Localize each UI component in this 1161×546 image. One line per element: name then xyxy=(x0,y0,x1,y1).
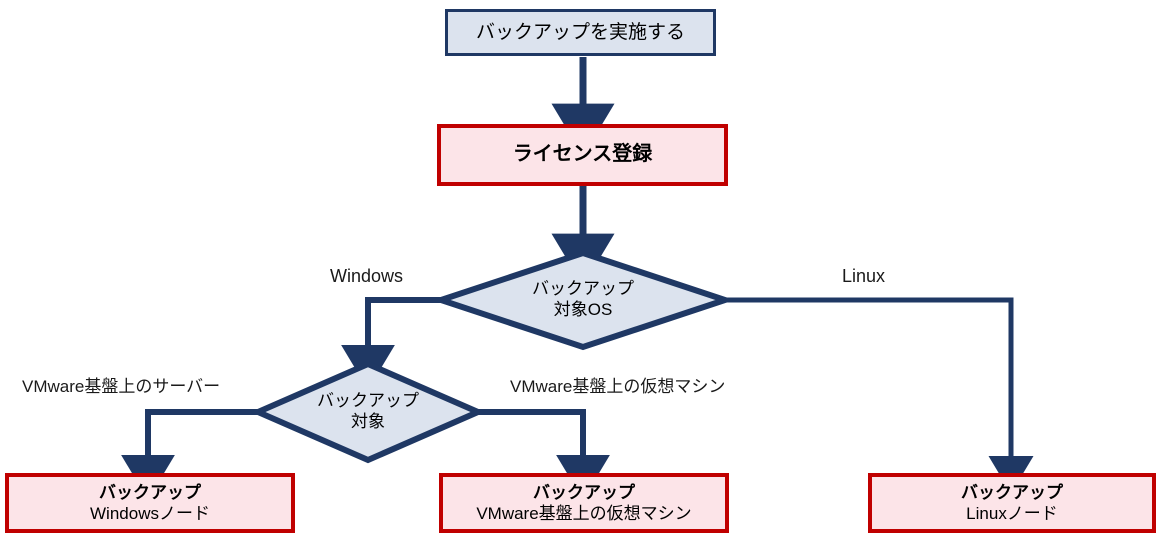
edge-label-windows: Windows xyxy=(330,266,404,286)
node-result-linux-line2: Linuxノード xyxy=(966,504,1058,523)
node-result-windows-line1: バックアップ xyxy=(99,482,201,502)
node-result-vmware-line2: VMware基盤上の仮想マシン xyxy=(476,504,692,523)
node-result-vmware[interactable]: バックアップ VMware基盤上の仮想マシン xyxy=(439,473,729,533)
decision-target-diamond[interactable] xyxy=(250,360,486,464)
edge-label-linux: Linux xyxy=(842,266,886,286)
node-result-linux-line1: バックアップ xyxy=(961,482,1063,502)
connector-vmware-vm-branch xyxy=(478,409,610,500)
node-license[interactable]: ライセンス登録 xyxy=(437,124,728,186)
connector-windows-branch xyxy=(341,297,441,390)
edge-label-vmware-server: VMware基盤上のサーバー xyxy=(22,377,221,396)
node-start-label: バックアップを実施する xyxy=(475,21,685,43)
node-result-vmware-line1: バックアップ xyxy=(533,482,635,502)
node-result-windows-line2: Windowsノード xyxy=(90,504,210,523)
node-result-windows[interactable]: バックアップ Windowsノード xyxy=(5,473,295,533)
connector-vmware-server-branch xyxy=(121,409,258,500)
node-start[interactable]: バックアップを実施する xyxy=(445,9,716,56)
edge-label-vmware-vm: VMware基盤上の仮想マシン xyxy=(510,377,726,396)
connector-linux-branch xyxy=(725,297,1034,494)
node-result-linux[interactable]: バックアップ Linuxノード xyxy=(868,473,1156,533)
decision-os-diamond[interactable] xyxy=(431,249,735,351)
node-license-label: ライセンス登録 xyxy=(512,143,653,166)
